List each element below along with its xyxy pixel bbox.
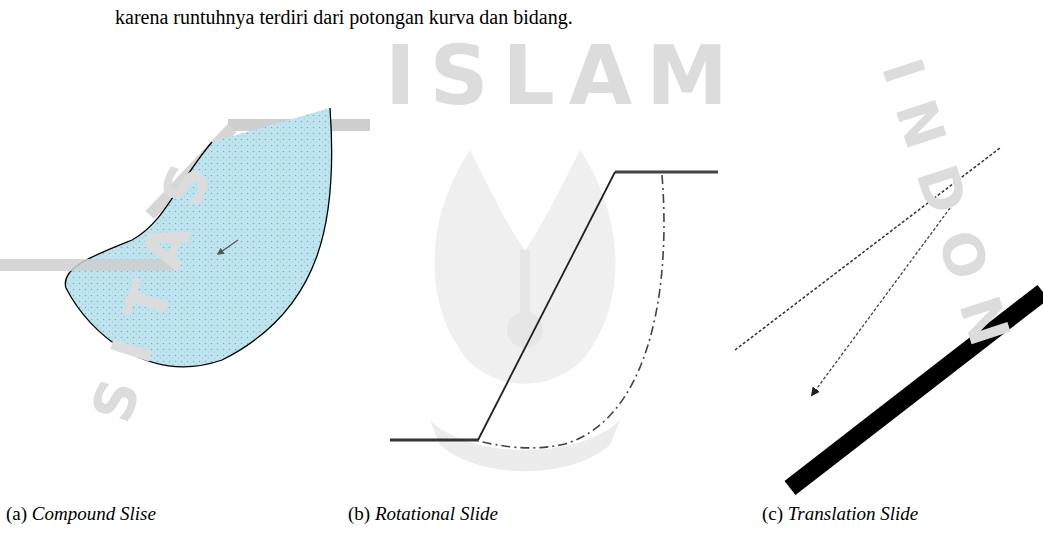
watermark-text: ISLAM <box>385 28 742 123</box>
rotational-slide-figure <box>390 172 718 448</box>
watermark-logo <box>430 150 620 471</box>
figure-caption: (c) Translation Slide <box>762 503 918 525</box>
watermark-text: INDON <box>869 51 1029 374</box>
body-text-line: karena runtuhnya terdiri dari potongan k… <box>115 6 573 29</box>
figure-caption: (b) Rotational Slide <box>348 503 498 525</box>
figure-caption: (a) Compound Slise <box>6 503 156 525</box>
